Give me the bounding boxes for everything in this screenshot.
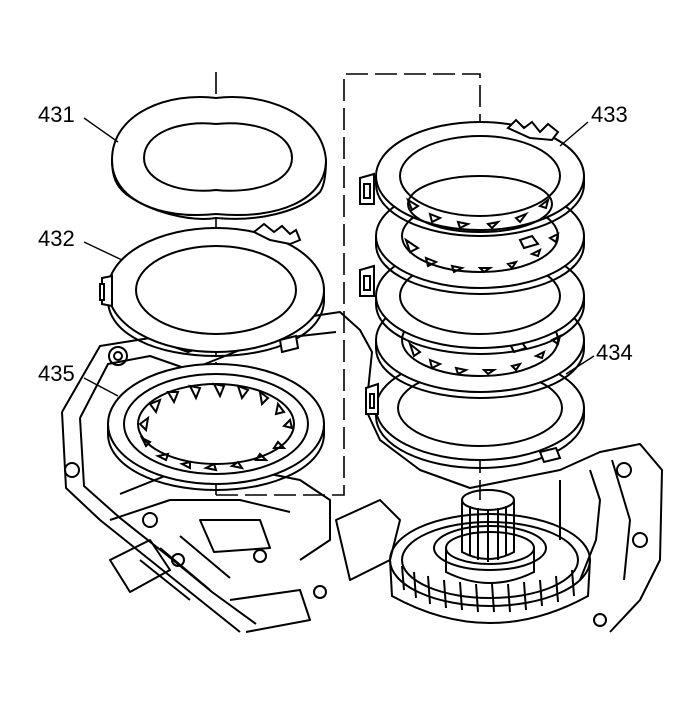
callout-435: 435 xyxy=(38,361,75,386)
leader-431 xyxy=(83,117,119,143)
clutch-pack-433-434 xyxy=(359,118,585,470)
transmission-case xyxy=(61,311,663,633)
clutch-drum xyxy=(389,513,591,624)
leader-lines xyxy=(83,117,595,397)
leader-434 xyxy=(565,355,595,375)
leader-433 xyxy=(559,121,589,147)
leader-432 xyxy=(83,241,123,261)
leader-435 xyxy=(83,377,119,397)
plate-432 xyxy=(99,222,325,358)
callout-432: 432 xyxy=(38,226,75,251)
plate-435 xyxy=(107,363,325,492)
plate-431 xyxy=(110,96,328,220)
callout-434: 434 xyxy=(596,340,633,365)
callout-431: 431 xyxy=(38,102,75,127)
input-shaft xyxy=(461,489,515,562)
plate-433 xyxy=(359,118,585,238)
callout-433: 433 xyxy=(591,102,628,127)
